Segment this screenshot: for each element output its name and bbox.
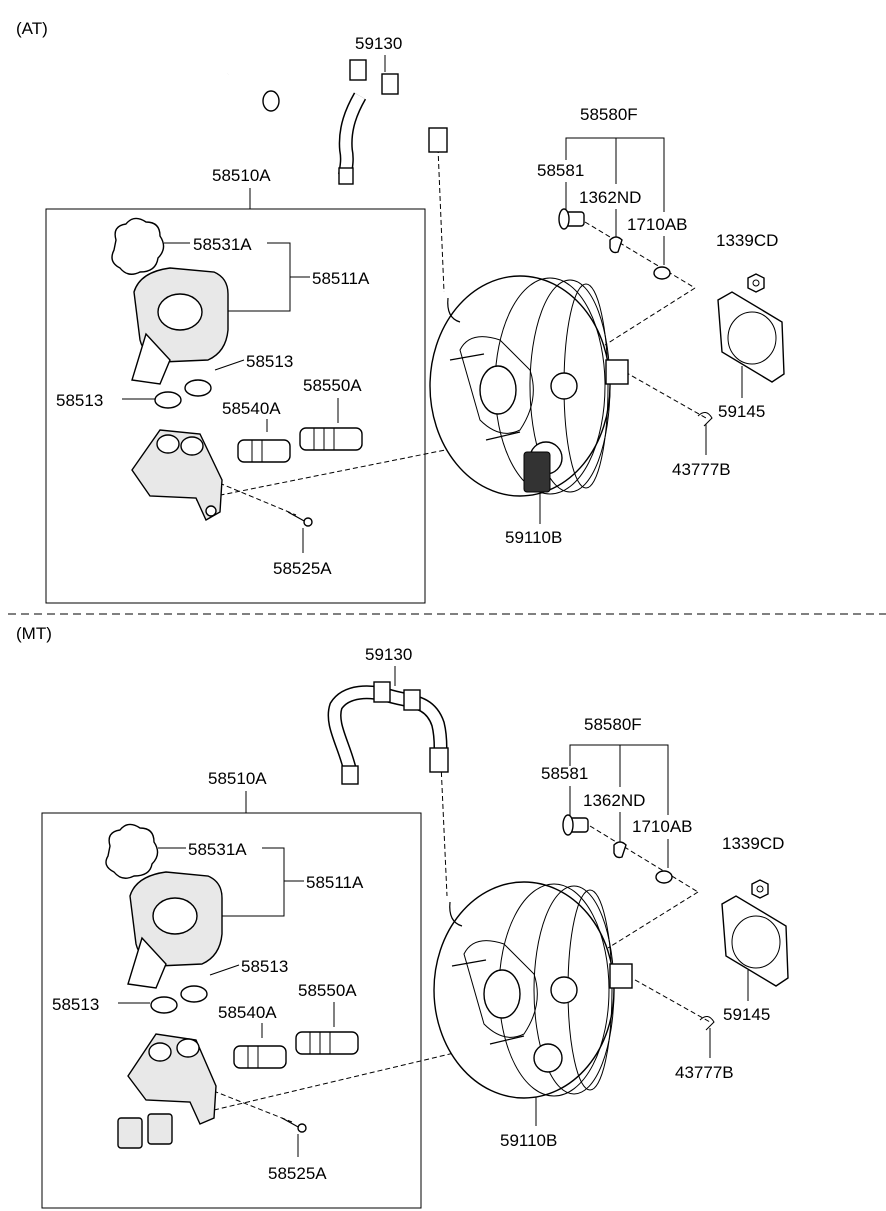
label-piston-primary[interactable]: 58550A [298,981,357,1000]
grommet-upper[interactable] [184,379,212,397]
washer[interactable] [653,266,671,280]
bolt[interactable] [287,511,313,527]
gasket[interactable] [717,291,785,383]
label-booster[interactable]: 59110B [500,1131,557,1150]
label-gasket[interactable]: 59145 [723,1005,770,1024]
label-grommet-left[interactable]: 58513 [56,391,103,410]
label-snap-pin[interactable]: 43777B [672,460,731,479]
gasket[interactable] [721,895,789,987]
label-reservoir[interactable]: 58511A [312,269,370,288]
clevis-pin[interactable] [562,814,589,836]
label-snap-pin[interactable]: 43777B [675,1063,734,1082]
label-bolt[interactable]: 58525A [268,1164,327,1183]
label-master-cylinder-assy[interactable]: 58510A [208,769,267,788]
reservoir[interactable] [127,871,223,989]
clip[interactable] [613,841,627,859]
washer[interactable] [655,870,673,884]
bolt[interactable] [281,1117,307,1133]
snap-pin[interactable] [697,412,713,427]
label-pin[interactable]: 58581 [541,764,588,783]
reservoir[interactable] [131,267,229,385]
label-grommet-upper[interactable]: 58513 [246,352,293,371]
label-hose[interactable]: 59130 [355,34,402,53]
master-cylinder-body[interactable] [117,1033,217,1149]
label-grommet-upper[interactable]: 58513 [241,957,288,976]
label-cap[interactable]: 58531A [188,840,247,859]
section-mt: (MT) 59130 58510A 58531A 58511A 58513 58… [16,624,789,1209]
piston-primary[interactable] [295,1031,359,1055]
label-clip[interactable]: 1362ND [583,791,645,810]
label-piston-secondary[interactable]: 58540A [218,1003,277,1022]
piston-secondary[interactable] [233,1045,287,1069]
label-nut[interactable]: 1339CD [716,231,778,250]
label-pin-kit[interactable]: 58580F [580,105,638,124]
nut[interactable] [747,273,765,293]
reservoir-cap[interactable] [111,217,165,275]
brake-booster[interactable] [433,881,633,1099]
master-cylinder-box [41,812,422,1209]
label-master-cylinder-assy[interactable]: 58510A [212,166,271,185]
vacuum-hose[interactable] [227,59,448,185]
label-pin-kit[interactable]: 58580F [584,715,642,734]
clip[interactable] [609,236,623,254]
label-washer[interactable]: 1710AB [627,215,688,234]
label-nut[interactable]: 1339CD [722,834,784,853]
master-cylinder-body[interactable] [131,429,223,521]
label-piston-secondary[interactable]: 58540A [222,399,281,418]
label-bolt[interactable]: 58525A [273,559,332,578]
label-grommet-left[interactable]: 58513 [52,995,99,1014]
clevis-pin[interactable] [558,208,585,230]
section-at: (AT) 59130 58510A 58531A 58511A 58513 58… [16,19,785,604]
grommet-upper[interactable] [180,985,208,1003]
reservoir-cap[interactable] [105,823,159,879]
brake-booster[interactable] [429,275,629,497]
label-pin[interactable]: 58581 [537,161,584,180]
label-booster[interactable]: 59110B [505,528,562,547]
label-gasket[interactable]: 59145 [718,402,765,421]
nut[interactable] [751,879,769,899]
section-title: (AT) [16,19,48,38]
piston-primary[interactable] [299,427,363,451]
section-title: (MT) [16,624,52,643]
label-piston-primary[interactable]: 58550A [303,376,362,395]
grommet-left[interactable] [154,391,182,409]
master-cylinder-box [45,208,426,604]
snap-pin[interactable] [699,1016,715,1031]
piston-secondary[interactable] [237,439,291,463]
grommet-left[interactable] [150,996,178,1014]
vacuum-hose[interactable] [327,681,449,785]
label-clip[interactable]: 1362ND [579,188,641,207]
label-hose[interactable]: 59130 [365,645,412,664]
label-cap[interactable]: 58531A [193,235,252,254]
label-reservoir[interactable]: 58511A [306,873,364,892]
label-washer[interactable]: 1710AB [632,817,693,836]
